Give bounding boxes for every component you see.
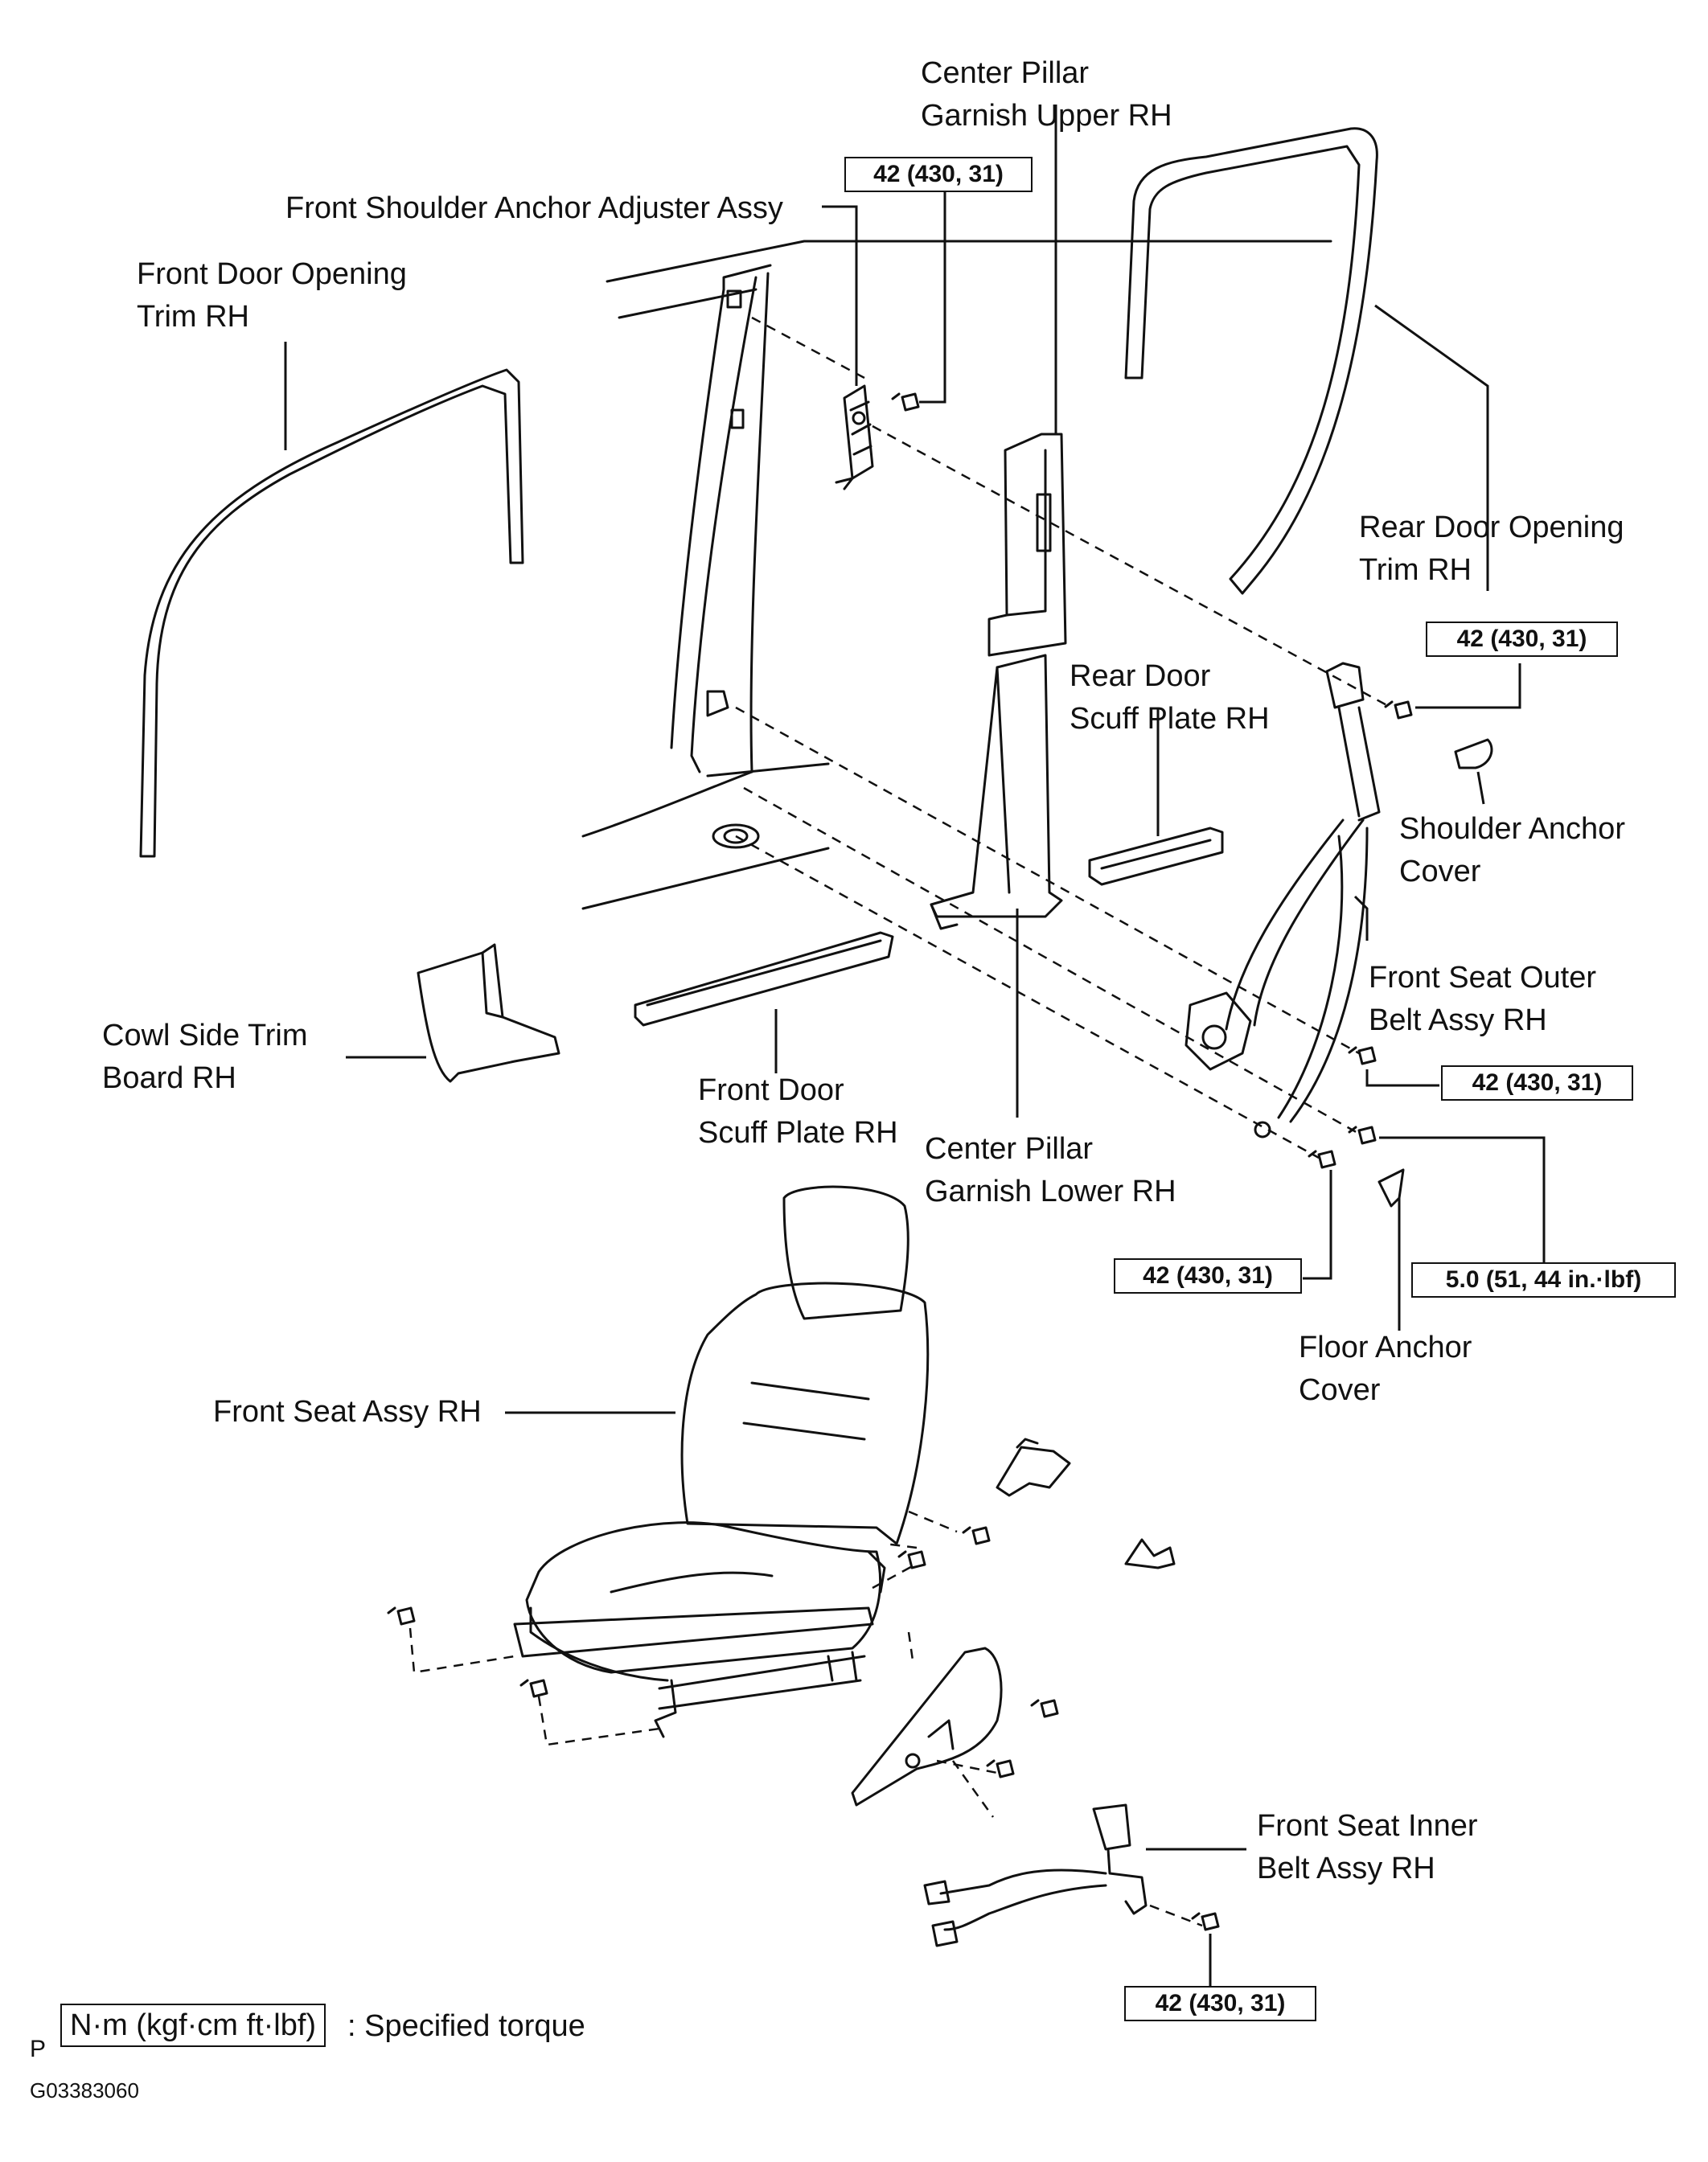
label-front-seat-assy: Front Seat Assy RH	[213, 1395, 482, 1429]
shoulder-anchor-cover	[1454, 738, 1493, 769]
bolts	[387, 392, 1413, 1931]
body-side-panel	[581, 240, 1332, 910]
legend-text: : Specified torque	[347, 2009, 585, 2043]
seat-side-cover	[851, 1647, 1003, 1807]
front-seat-outer-belt	[1185, 662, 1381, 1138]
front-seat	[513, 1185, 930, 1738]
rear-door-scuff-plate	[1088, 827, 1224, 886]
label-front-shoulder-anchor-adjuster: Front Shoulder Anchor Adjuster Assy	[285, 191, 783, 225]
center-pillar-garnish-upper	[987, 433, 1067, 657]
front-shoulder-anchor-adjuster	[835, 384, 874, 490]
legend-prefix: P	[30, 2036, 47, 2062]
figure-id: G03383060	[30, 2078, 139, 2103]
seat-knob-part	[996, 1438, 1071, 1497]
rear-door-opening-trim	[1124, 127, 1378, 595]
leader-lines	[284, 105, 1546, 1986]
torque-box-top: 42 (430, 31)	[844, 157, 1033, 192]
torque-box-inner: 42 (430, 31)	[1124, 1986, 1316, 2021]
torque-box-outer: 42 (430, 31)	[1441, 1065, 1633, 1101]
front-door-opening-trim	[139, 368, 524, 858]
torque-box-lower-left: 42 (430, 31)	[1114, 1258, 1302, 1294]
seat-bracket-part	[1124, 1538, 1176, 1569]
torque-box-floor-cover: 5.0 (51, 44 in.·lbf)	[1411, 1262, 1676, 1298]
legend-unit-box: N·m (kgf·cm ft·lbf)	[60, 2004, 326, 2047]
alignment-lines	[409, 316, 1392, 1927]
center-pillar-garnish-lower	[930, 654, 1063, 930]
front-door-scuff-plate	[634, 931, 894, 1027]
torque-box-shoulder: 42 (430, 31)	[1426, 622, 1618, 657]
cowl-side-trim-board	[417, 943, 560, 1083]
front-seat-inner-belt	[923, 1803, 1148, 1947]
